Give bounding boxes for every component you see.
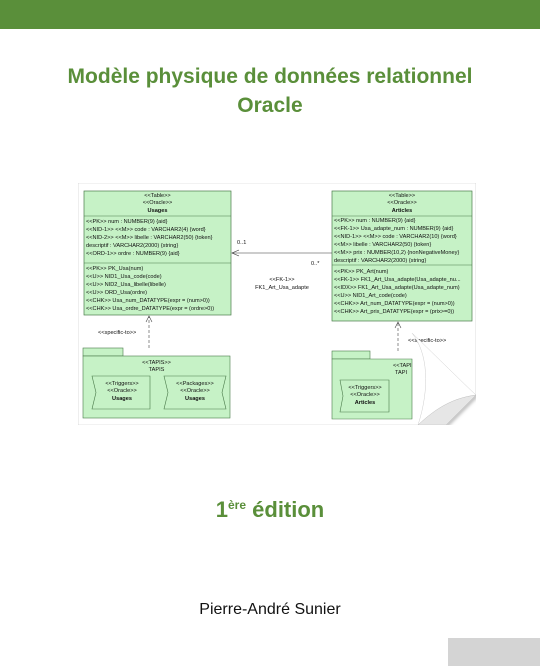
multiplicity-articles: 0..* (311, 261, 320, 267)
association-fk1: 0..1 0..* <<FK-1>> FK1_Art_Usa_adapte (231, 240, 332, 291)
articles-attr: <<NID-1>> <<M>> code : VARCHAR2(10) {wor… (334, 234, 457, 240)
articles-attr: <<FK-1>> Usa_adapte_num : NUMBER(9) {aid… (334, 226, 454, 232)
articles-attr: <<M>> prix : NUMBER(10,2) {nonNegativeMo… (334, 250, 459, 256)
usages-op: <<CHK>> Usa_ordre_DATATYPE(expr = (ordre… (86, 306, 214, 312)
articles-stereotype-1: <<Table>> (389, 193, 415, 199)
uml-diagram: <<Table>> <<Oracle>> Usages <<PK>> num :… (77, 182, 477, 426)
usages-attr: <<NID-2>> <<M>> libelle : VARCHAR2(50) {… (86, 235, 213, 241)
articles-stereotype-2: <<Oracle>> (387, 200, 417, 206)
articles-op: <<IDX>> FK1_Art_Usa_adapte(Usa_adapte_nu… (334, 285, 460, 291)
page-curl-shadow (417, 394, 477, 426)
triggers-articles: <<Triggers>> <<Oracle>> Articles (339, 379, 390, 413)
tapis-stereotype: <<TAPIS>> (142, 360, 171, 366)
svg-text:<<Oracle>>: <<Oracle>> (350, 392, 380, 398)
corner-box (448, 638, 540, 666)
title-line-1: Modèle physique de données relationnel (67, 65, 473, 88)
tapis-right-stereotype: <<TAPI (393, 363, 412, 369)
specific-to-label-right: <<specific-to>> (408, 338, 446, 344)
articles-op: <<CHK>> Art_num_DATATYPE(expr = (num>0)) (334, 301, 455, 307)
edition-number: 1 (215, 497, 228, 522)
dependency-right: <<specific-to>> (394, 321, 446, 351)
usages-attr: descriptif : VARCHAR2(2000) {string} (86, 243, 178, 249)
arrow-head-icon (145, 315, 153, 323)
usages-op: <<U>> NID1_Usa_code(code) (86, 274, 162, 280)
dependency-left: <<specific-to>> (98, 315, 153, 348)
usages-attr: <<NID-1>> <<M>> code : VARCHAR2(4) {word… (86, 227, 206, 233)
tapis-right-name: TAPI (395, 370, 407, 376)
association-name: FK1_Art_Usa_adapte (255, 285, 309, 291)
svg-text:<<Triggers>>: <<Triggers>> (348, 385, 381, 391)
page-title: Modèle physique de données relationnel O… (0, 62, 540, 120)
articles-attr: <<M>> libelle : VARCHAR2(50) {token} (334, 242, 431, 248)
articles-attr: descriptif : VARCHAR2(2000) {string} (334, 258, 426, 264)
packages-usages: <<Packages>> <<Oracle>> Usages (163, 375, 227, 410)
class-usages: <<Table>> <<Oracle>> Usages <<PK>> num :… (83, 190, 232, 316)
articles-op: <<CHK>> Art_prix_DATATYPE(expr = (prix>=… (334, 309, 454, 315)
svg-text:Usages: Usages (112, 396, 132, 402)
arrow-head-icon (394, 321, 402, 329)
svg-text:<<Oracle>>: <<Oracle>> (180, 388, 210, 394)
arrow-head-icon (231, 249, 240, 257)
svg-text:<<Triggers>>: <<Triggers>> (105, 381, 138, 387)
articles-op: <<U>> NID1_Art_code(code) (334, 293, 407, 299)
usages-stereotype-1: <<Table>> (144, 193, 170, 199)
usages-attr: <<PK>> num : NUMBER(9) {aid} (86, 219, 168, 225)
multiplicity-usages: 0..1 (237, 240, 246, 246)
association-stereotype: <<FK-1>> (269, 277, 294, 283)
title-line-2: Oracle (237, 94, 303, 117)
author-name: Pierre-André Sunier (199, 601, 341, 618)
articles-class-name: Articles (392, 208, 413, 214)
package-tapis-left: <<TAPIS>> TAPIS <<Triggers>> <<Oracle>> … (82, 347, 231, 419)
usages-stereotype-2: <<Oracle>> (143, 200, 173, 206)
usages-attr: <<ORD-1>> ordre : NUMBER(9) {aid} (86, 251, 180, 257)
usages-op: <<PK>> PK_Usa(num) (86, 266, 143, 272)
usages-op: <<U>> ORD_Usa(ordre) (86, 290, 147, 296)
tapis-name: TAPIS (149, 367, 165, 373)
class-articles: <<Table>> <<Oracle>> Articles <<PK>> num… (331, 190, 473, 322)
triggers-usages: <<Triggers>> <<Oracle>> Usages (91, 375, 151, 410)
usages-class-name: Usages (148, 208, 168, 214)
edition-word: édition (246, 497, 325, 522)
edition-suffix: ère (228, 498, 247, 512)
articles-op: <<PK>> PK_Art(num) (334, 269, 389, 275)
edition-label: 1ère édition (0, 497, 540, 523)
svg-text:<<Oracle>>: <<Oracle>> (107, 388, 137, 394)
usages-op: <<U>> NID2_Usa_libelle(libelle) (86, 282, 166, 288)
svg-text:Articles: Articles (355, 400, 376, 406)
usages-op: <<CHK>> Usa_num_DATATYPE(expr = (num>0)) (86, 298, 210, 304)
svg-text:<<Packages>>: <<Packages>> (176, 381, 214, 387)
articles-op: <<FK-1>> FK1_Art_Usa_adapte(Usa_adapte_n… (334, 277, 461, 283)
articles-attr: <<PK>> num : NUMBER(9) {aid} (334, 218, 416, 224)
package-tapis-right: <<TAPI TAPI <<Triggers>> <<Oracle>> Arti… (331, 350, 413, 420)
specific-to-label-left: <<specific-to>> (98, 330, 136, 336)
svg-text:Usages: Usages (185, 396, 205, 402)
top-band (0, 0, 540, 29)
